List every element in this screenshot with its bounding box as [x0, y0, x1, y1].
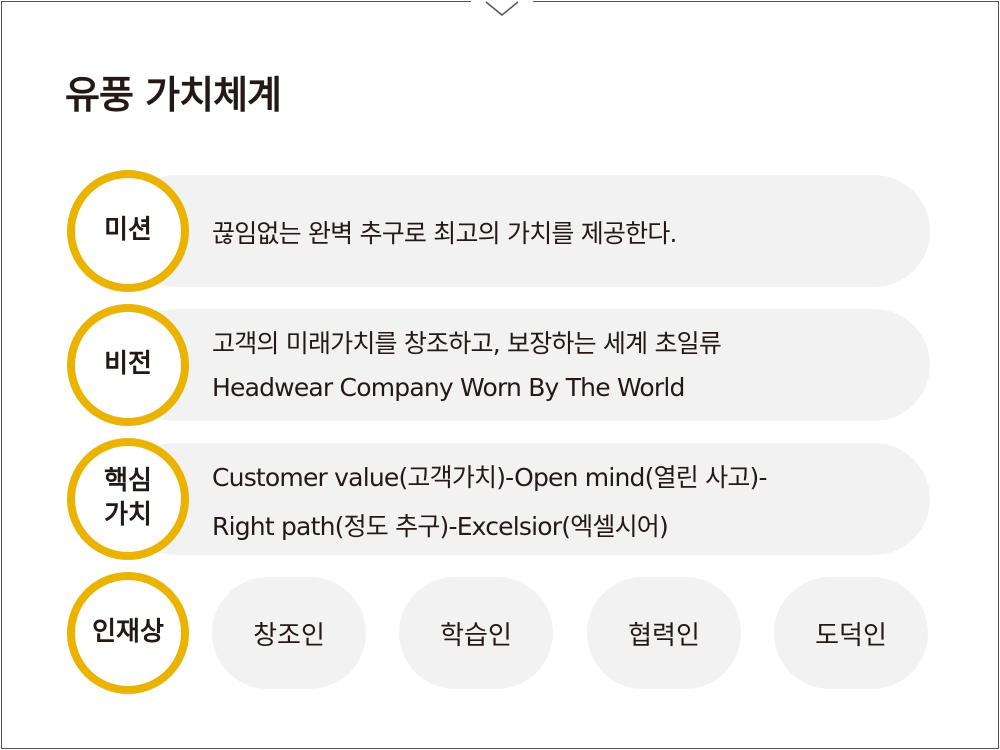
page-title: 유풍 가치체계	[65, 73, 282, 117]
core-values-label-line-2: 가치	[104, 500, 152, 530]
core-values-badge: 핵심 가치	[67, 438, 189, 560]
talent-item-moral: 도덕인	[774, 577, 928, 689]
talent-item-label: 학습인	[440, 620, 512, 651]
top-notch	[471, 0, 533, 20]
vision-text-line-2: Headwear Company Worn By The World	[212, 373, 685, 402]
talent-badge: 인재상	[67, 572, 189, 694]
vision-badge: 비전	[67, 304, 189, 426]
talent-item-cooperative: 협력인	[587, 577, 741, 689]
mission-badge: 미션	[67, 170, 189, 292]
mission-pill: 끊임없는 완벽 추구로 최고의 가치를 제공한다.	[120, 175, 930, 287]
chevron-down-icon	[485, 1, 519, 16]
core-values-pill: Customer value(고객가치)-Open mind(열린 사고)- R…	[120, 443, 930, 555]
core-values-label: 핵심 가치	[104, 465, 152, 533]
talent-item-creative: 창조인	[212, 577, 366, 689]
mission-label: 미션	[104, 215, 152, 246]
talent-item-label: 협력인	[628, 620, 700, 651]
vision-label: 비전	[104, 349, 152, 380]
talent-item-learning: 학습인	[399, 577, 553, 689]
core-values-text-line-2: Right path(정도 추구)-Excelsior(엑셀시어)	[212, 512, 669, 541]
vision-text-line-1: 고객의 미래가치를 창조하고, 보장하는 세계 초일류	[212, 329, 722, 358]
talent-item-label: 도덕인	[815, 620, 887, 651]
mission-text: 끊임없는 완벽 추구로 최고의 가치를 제공한다.	[212, 219, 677, 248]
core-values-text-line-1: Customer value(고객가치)-Open mind(열린 사고)-	[212, 463, 768, 492]
vision-pill: 고객의 미래가치를 창조하고, 보장하는 세계 초일류 Headwear Com…	[120, 309, 930, 421]
talent-label: 인재상	[92, 617, 164, 648]
core-values-label-line-1: 핵심	[104, 466, 152, 497]
talent-item-label: 창조인	[253, 620, 325, 651]
